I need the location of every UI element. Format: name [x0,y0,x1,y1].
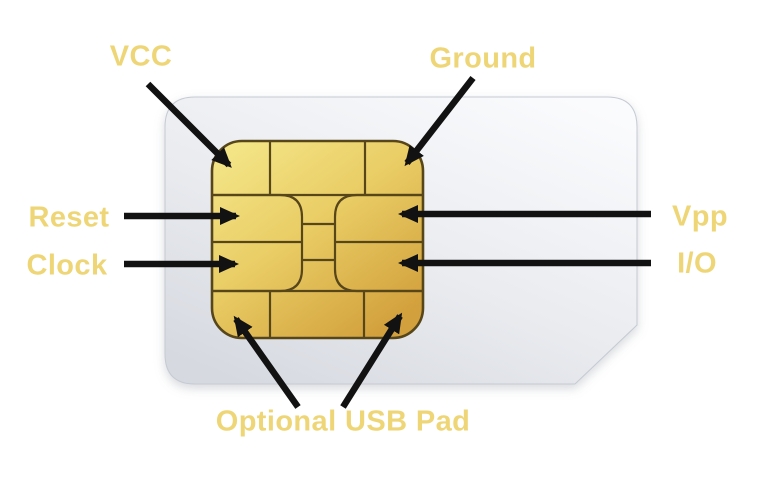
label-clock: Clock [26,249,108,282]
chip-contact-lines [212,141,423,338]
label-vcc: VCC [109,40,173,73]
arrow-vcc [145,81,232,168]
label-io: I/O [677,247,717,280]
label-ground: Ground [429,42,537,75]
chip-base [210,139,425,340]
arrow-usb-left [233,315,301,409]
arrow-usb-right [340,312,403,409]
annotation-arrows [124,76,651,409]
label-vpp: Vpp [672,200,728,233]
label-usb-pad: Optional USB Pad [215,405,471,438]
arrow-ground [404,76,476,167]
chip [210,139,425,340]
label-reset: Reset [28,201,110,234]
